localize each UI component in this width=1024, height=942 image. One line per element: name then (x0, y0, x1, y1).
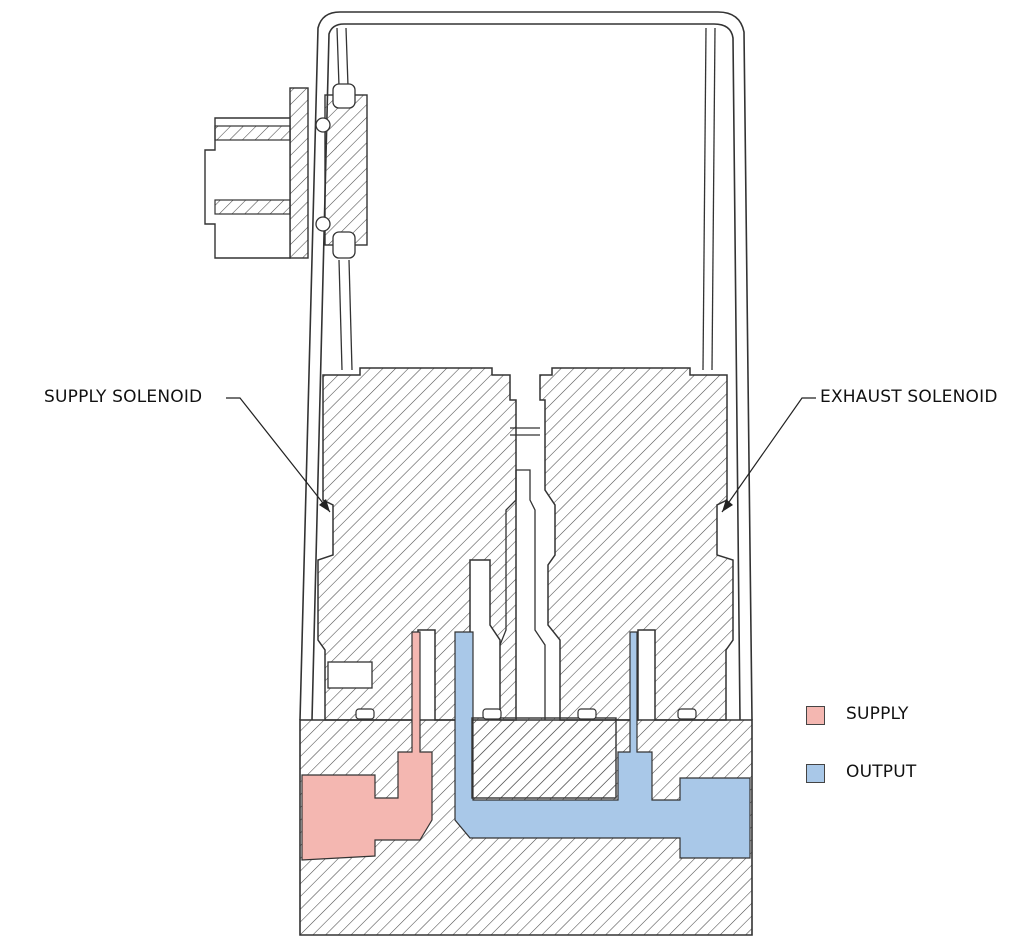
leader-lines (226, 397, 816, 513)
support-rods (336, 27, 716, 371)
outer-cover (299, 11, 753, 721)
supply-solenoid-label: SUPPLY SOLENOID (44, 387, 203, 407)
valve-seat-block (471, 717, 617, 799)
legend-supply-label: SUPPLY (846, 704, 909, 724)
output-passage (454, 631, 751, 859)
exhaust-solenoid-label: EXHAUST SOLENOID (820, 387, 998, 407)
legend-supply-swatch (806, 706, 825, 725)
electrical-connector (204, 83, 368, 259)
seal-bumps (355, 708, 697, 720)
center-stem (499, 427, 546, 720)
leader-arrowheads (319, 499, 733, 512)
legend-output-label: OUTPUT (846, 762, 917, 782)
legend-output-swatch (806, 764, 825, 783)
supply-passage (301, 631, 433, 861)
